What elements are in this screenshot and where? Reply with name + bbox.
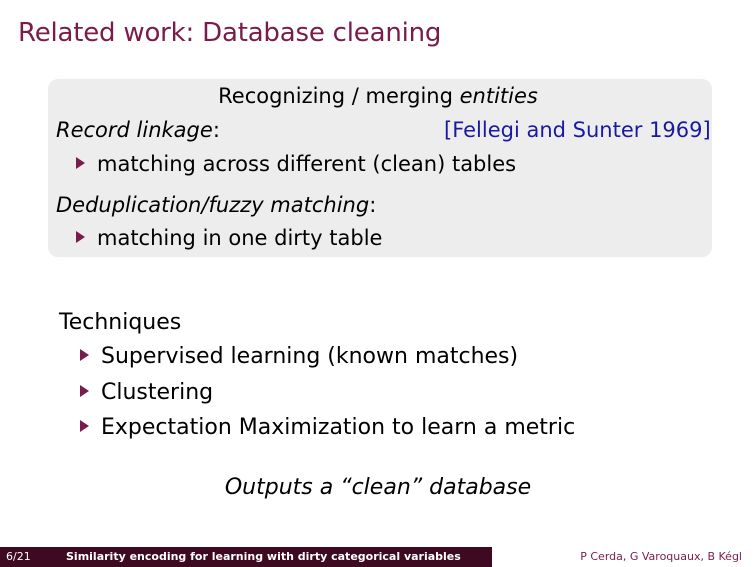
footer-bar: 6/21 Similarity encoding for learning wi… (0, 547, 756, 567)
deduplication-colon: : (369, 193, 377, 217)
page-number[interactable]: 6/21 (6, 550, 31, 563)
box-heading: Recognizing / merging entities (0, 84, 756, 108)
bullet-triangle-icon (80, 349, 89, 361)
record-linkage-bullet: matching across different (clean) tables (76, 152, 516, 176)
technique-item: Expectation Maximization to learn a metr… (80, 415, 575, 440)
slide-title: Related work: Database cleaning (18, 18, 442, 48)
outputs-statement: Outputs a “clean” database (224, 475, 532, 500)
box-heading-text: Recognizing / merging (218, 84, 460, 108)
definition-box (48, 79, 712, 257)
deduplication-label: Deduplication/fuzzy matching (56, 193, 370, 217)
techniques-heading: Techniques (59, 310, 182, 335)
record-linkage-line: Record linkage: (56, 118, 220, 142)
technique-item: Supervised learning (known matches) (80, 344, 518, 369)
bullet-triangle-icon (80, 385, 89, 397)
bullet-triangle-icon (76, 231, 85, 243)
bullet-text: matching in one dirty table (97, 226, 383, 250)
deduplication-line: Deduplication/fuzzy matching: (56, 193, 376, 217)
technique-text: Expectation Maximization to learn a metr… (101, 415, 576, 440)
bullet-triangle-icon (76, 157, 85, 169)
deduplication-bullet: matching in one dirty table (76, 226, 382, 250)
record-linkage-colon: : (212, 118, 220, 142)
record-linkage-label: Record linkage (56, 118, 213, 142)
footer-authors: P Cerda, G Varoquaux, B Kégl (580, 550, 742, 563)
bullet-triangle-icon (80, 420, 89, 432)
footer-right-panel: P Cerda, G Varoquaux, B Kégl (492, 547, 756, 567)
citation-link[interactable]: [Fellegi and Sunter 1969] (444, 118, 711, 142)
technique-text: Supervised learning (known matches) (101, 344, 519, 369)
footer-left-panel: 6/21 Similarity encoding for learning wi… (0, 547, 492, 567)
technique-item: Clustering (80, 380, 213, 405)
box-heading-emphasis: entities (459, 84, 538, 108)
technique-text: Clustering (101, 380, 214, 405)
bullet-text: matching across different (clean) tables (97, 152, 517, 176)
footer-title[interactable]: Similarity encoding for learning with di… (66, 550, 461, 563)
